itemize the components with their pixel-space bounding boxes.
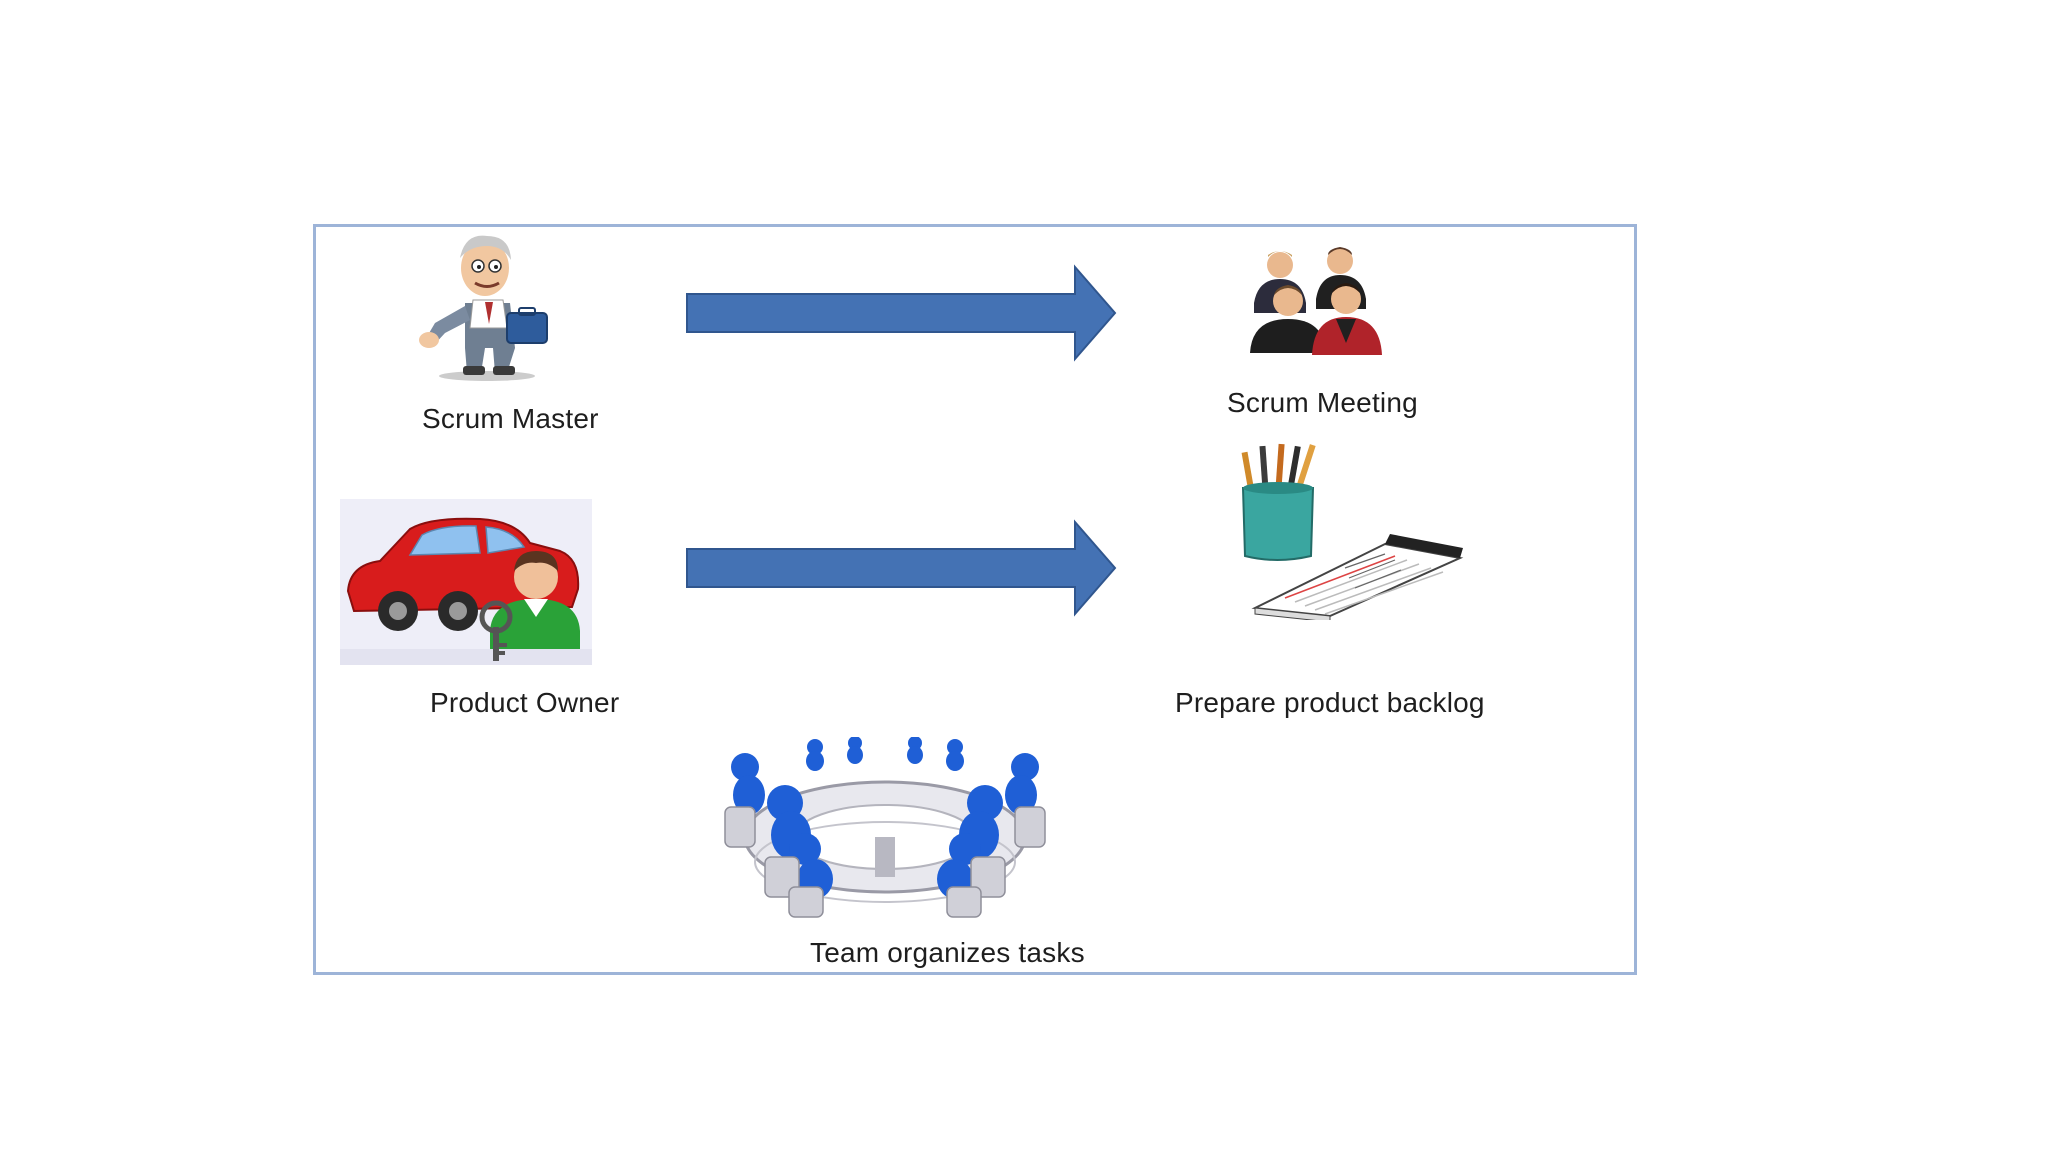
notepad-pencils-icon bbox=[1241, 443, 1464, 620]
product-backlog-label: Prepare product backlog bbox=[1175, 687, 1485, 718]
scrum-master-label: Scrum Master bbox=[422, 403, 599, 434]
arrow-to-scrum-meeting bbox=[686, 264, 1117, 362]
arrow-to-product-backlog bbox=[686, 519, 1117, 617]
team-label: Team organizes tasks bbox=[810, 937, 1085, 968]
scrum-meeting-label: Scrum Meeting bbox=[1227, 387, 1418, 418]
product-owner-label: Product Owner bbox=[430, 687, 620, 718]
round-table-team-icon bbox=[724, 737, 1046, 918]
meeting-people-icon bbox=[1250, 247, 1382, 355]
businessman-icon bbox=[419, 235, 548, 381]
car-owner-icon bbox=[340, 499, 592, 665]
